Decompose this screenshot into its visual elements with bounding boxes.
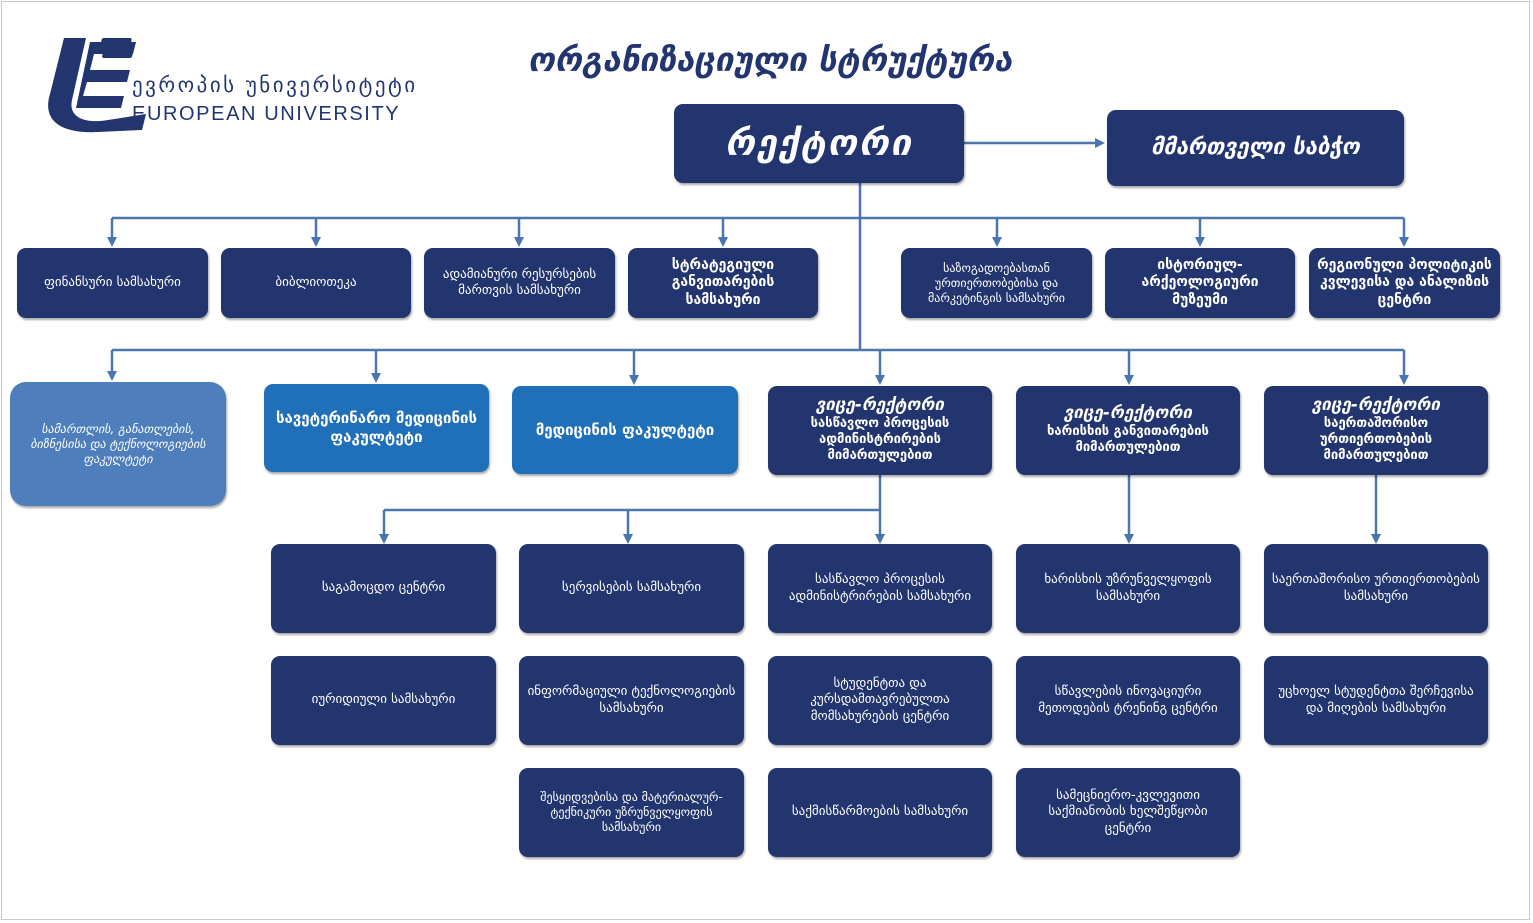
unit-label: საერთაშორისო ურთიერთობების სამსახური [1272, 572, 1480, 604]
unit-research-support-center: სამეცნიერო-კვლევითი საქმიანობის ხელშეწყო… [1016, 768, 1240, 857]
faculty-veterinary-medicine: სავეტერინარო მედიცინის ფაკულტეტი [264, 384, 489, 472]
unit-international-relations: საერთაშორისო ურთიერთობების სამსახური [1264, 544, 1488, 633]
unit-label: ინფორმაციული ტექნოლოგიების სამსახური [527, 684, 736, 716]
faculty-medicine: მედიცინის ფაკულტეტი [512, 386, 738, 474]
unit-foreign-student-admission: უცხოელ სტუდენტთა შერჩევისა და მიღების სა… [1264, 656, 1488, 745]
unit-label: სასწავლო პროცესის ადმინისტრირების სამსახ… [788, 572, 972, 604]
unit-label: ადამიანური რესურსების მართვის სამსახური [442, 266, 597, 298]
unit-museum: ისტორიულ-არქეოლოგიური მუზეუმი [1105, 248, 1295, 318]
unit-label: ხარისხის უზრუნველყოფის სამსახური [1044, 572, 1212, 604]
vice-rector-subtitle: სასწავლო პროცესის ადმინისტრირების მიმართ… [810, 415, 950, 464]
unit-label: სტრატეგიული განვითარების სამსახური [671, 256, 775, 308]
vice-rector-international-relations: ვიცე-რექტორი საერთაშორისო ურთიერთობების … [1264, 386, 1488, 475]
unit-procurement: შესყიდვებისა და მატერიალურ-ტექნიკური უზრ… [519, 768, 744, 857]
rector-label: რექტორი [725, 123, 913, 164]
faculty-label: მედიცინის ფაკულტეტი [535, 420, 715, 439]
logo-text-georgian: ევროპის უნივერსიტეტი [132, 73, 418, 97]
unit-public-relations: საზოგადოებასთან ურთიერთობებისა და მარკეტ… [901, 248, 1092, 318]
unit-label: სტუდენტთა და კურსდამთავრებულთა მომსახურე… [810, 676, 950, 724]
vice-rector-academic-process: ვიცე-რექტორი სასწავლო პროცესის ადმინისტრ… [768, 386, 992, 475]
board-label: მმართველი საბჭო [1151, 135, 1360, 161]
vice-rector-quality-development: ვიცე-რექტორი ხარისხის განვითარების მიმარ… [1016, 386, 1240, 475]
faculty-label: სავეტერინარო მედიცინის ფაკულტეტი [276, 409, 477, 446]
university-logo-icon [48, 38, 146, 133]
unit-label: ისტორიულ-არქეოლოგიური მუზეუმი [1141, 256, 1259, 308]
unit-services: სერვისების სამსახური [519, 544, 744, 633]
unit-label: სწავლების ინოვაციური მეთოდების ტრენინგ ც… [1038, 684, 1218, 716]
unit-strategic-development: სტრატეგიული განვითარების სამსახური [628, 248, 818, 318]
unit-label: ბიბლიოთეკა [275, 274, 357, 290]
unit-academic-administration: სასწავლო პროცესის ადმინისტრირების სამსახ… [768, 544, 992, 633]
unit-library: ბიბლიოთეკა [221, 248, 411, 318]
unit-label: ფინანსური სამსახური [44, 274, 181, 290]
unit-label: იურიდიული სამსახური [311, 692, 456, 708]
unit-office-management: საქმისწარმოების სამსახური [768, 768, 992, 857]
vice-rector-subtitle: საერთაშორისო ურთიერთობების მიმართულებით [1319, 415, 1433, 464]
faculty-law-education-business-tech: სამართლის, განათლების, ბიზნესისა და ტექნ… [10, 382, 226, 506]
unit-label: სერვისების სამსახური [561, 580, 702, 596]
rector-box: რექტორი [674, 104, 964, 183]
unit-label: საზოგადოებასთან ურთიერთობებისა და მარკეტ… [927, 260, 1066, 305]
page-title: ორგანიზაციული სტრუქტურა [527, 40, 1013, 79]
vice-rector-heading: ვიცე-რექტორი [1311, 395, 1441, 416]
unit-label: შესყიდვებისა და მატერიალურ-ტექნიკური უზრ… [540, 790, 723, 834]
unit-student-alumni-center: სტუდენტთა და კურსდამთავრებულთა მომსახურე… [768, 656, 992, 745]
unit-exam-center: საგამოცდო ცენტრი [271, 544, 496, 633]
unit-regional-policy-center: რეგიონული პოლიტიკის კვლევისა და ანალიზის… [1309, 248, 1500, 318]
unit-legal-service: იურიდიული სამსახური [271, 656, 496, 745]
unit-label: საქმისწარმოების სამსახური [791, 804, 969, 820]
unit-innovative-teaching-center: სწავლების ინოვაციური მეთოდების ტრენინგ ც… [1016, 656, 1240, 745]
faculty-label: სამართლის, განათლების, ბიზნესისა და ტექნ… [30, 421, 206, 466]
unit-human-resources: ადამიანური რესურსების მართვის სამსახური [424, 248, 615, 318]
unit-label: სამეცნიერო-კვლევითი საქმიანობის ხელშეწყო… [1048, 788, 1208, 836]
unit-label: საგამოცდო ცენტრი [321, 580, 446, 596]
unit-finance: ფინანსური სამსახური [17, 248, 208, 318]
vice-rector-subtitle: ხარისხის განვითარების მიმართულებით [1047, 424, 1209, 456]
logo-text-english: EUROPEAN UNIVERSITY [132, 103, 401, 125]
vice-rector-heading: ვიცე-რექტორი [1063, 403, 1193, 424]
unit-it-service: ინფორმაციული ტექნოლოგიების სამსახური [519, 656, 744, 745]
unit-quality-assurance: ხარისხის უზრუნველყოფის სამსახური [1016, 544, 1240, 633]
board-box: მმართველი საბჭო [1107, 110, 1404, 186]
vice-rector-heading: ვიცე-რექტორი [815, 395, 945, 416]
unit-label: რეგიონული პოლიტიკის კვლევისა და ანალიზის… [1317, 256, 1492, 308]
unit-label: უცხოელ სტუდენტთა შერჩევისა და მიღების სა… [1278, 684, 1474, 716]
